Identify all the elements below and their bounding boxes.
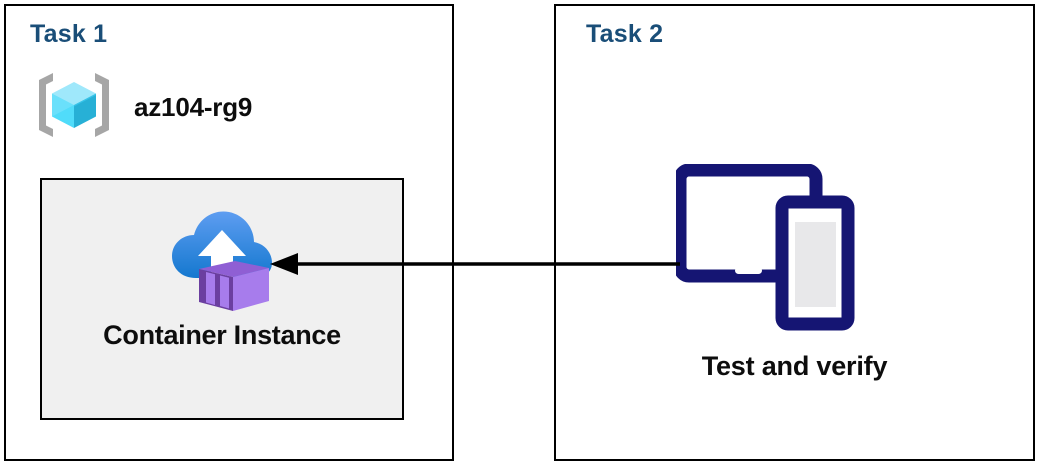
container-instance-label: Container Instance bbox=[103, 320, 341, 350]
resource-group-label: az104-rg9 bbox=[134, 92, 253, 122]
flow-arrow bbox=[270, 245, 680, 285]
tablet-and-phone-devices-icon bbox=[673, 163, 861, 344]
panel-task-1-title: Task 1 bbox=[30, 20, 108, 48]
resource-group-row: az104-rg9 bbox=[32, 68, 252, 147]
test-and-verify-label: Test and verify bbox=[701, 351, 888, 381]
azure-container-instance-icon bbox=[169, 198, 275, 319]
panel-task-2-title: Task 2 bbox=[586, 20, 664, 48]
panel-task-1: Task 1 az104-rg9 bbox=[4, 4, 454, 461]
container-instance-box: Container Instance bbox=[40, 178, 404, 420]
azure-resource-group-icon bbox=[32, 68, 116, 147]
panel-task-2: Task 2 Test and verify bbox=[554, 4, 1035, 461]
